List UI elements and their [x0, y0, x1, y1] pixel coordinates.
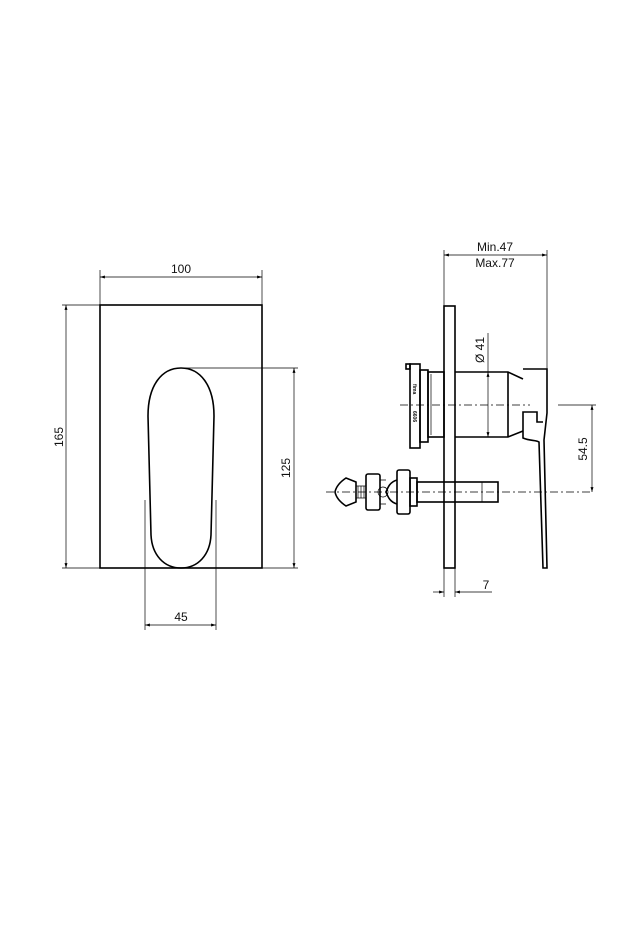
valve-body [455, 371, 524, 438]
cover-plate [99, 304, 263, 569]
offset-label: 54.5 [576, 437, 590, 461]
flange-mark-1: fima [411, 384, 417, 395]
handle-outline [147, 367, 215, 569]
handle-height-label: 125 [279, 458, 293, 478]
front-view: 100 165 125 45 [52, 262, 298, 630]
plate-thickness-label: 7 [483, 578, 490, 592]
handle-width-label: 45 [174, 610, 188, 624]
flange-mark-2: 6606 [411, 411, 417, 422]
depth-min-label: Min.47 [477, 240, 513, 254]
diameter-label: Ø 41 [473, 337, 487, 363]
depth-max-label: Max.77 [475, 256, 515, 270]
lever-handle [522, 368, 548, 569]
knob-icon [334, 477, 357, 507]
side-view: fima 6606 Min.47 Max.77 Ø 41 54.5 [326, 240, 596, 597]
side-plate [443, 305, 456, 569]
flange [409, 363, 421, 449]
width-label: 100 [171, 262, 191, 276]
height-label: 165 [52, 427, 66, 447]
